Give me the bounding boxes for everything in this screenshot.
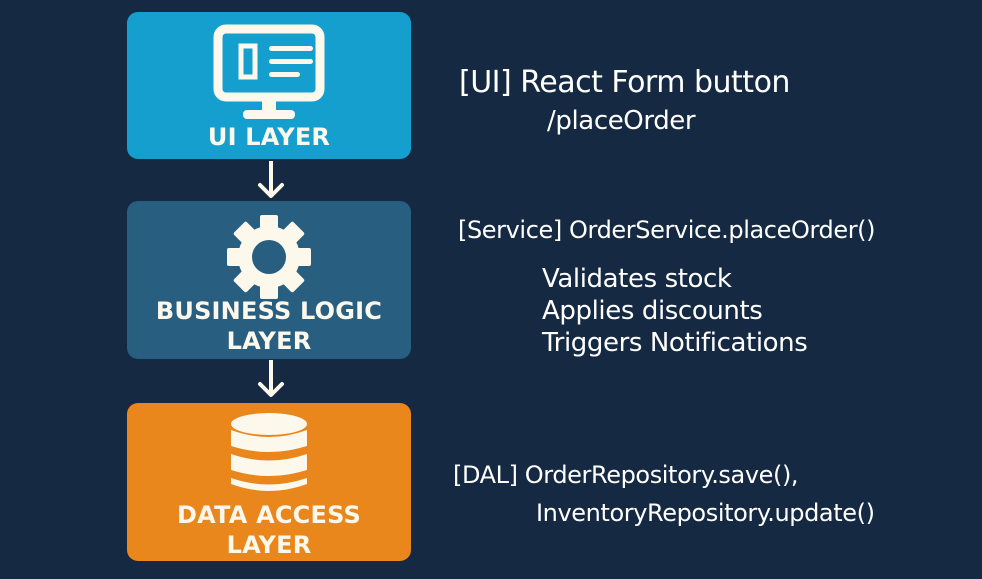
- data-access-layer-label-line: LAYER: [226, 531, 312, 559]
- arrow-down-icon: [258, 161, 284, 198]
- service-step: Applies discounts: [542, 296, 763, 326]
- data-access-layer-label: DATA ACCESS LAYER: [127, 500, 411, 560]
- service-annotation-title: [Service] OrderService.placeOrder(): [458, 216, 876, 244]
- business-logic-layer-label-line: BUSINESS LOGIC: [155, 297, 383, 325]
- data-access-layer-box: DATA ACCESS LAYER: [127, 403, 411, 561]
- business-logic-layer-label-line: LAYER: [226, 327, 312, 355]
- ui-layer-label-line: UI LAYER: [207, 123, 331, 151]
- monitor-icon: [213, 24, 325, 119]
- business-logic-layer-label: BUSINESS LOGIC LAYER: [127, 296, 411, 356]
- dal-annotation-detail: InventoryRepository.update(): [536, 499, 875, 527]
- ui-annotation-title: [UI] React Form button: [459, 65, 790, 100]
- service-step: Triggers Notifications: [542, 328, 808, 358]
- database-icon: [231, 413, 307, 491]
- gear-icon: [227, 215, 311, 299]
- data-access-layer-label-line: DATA ACCESS: [177, 501, 361, 529]
- ui-layer-label: UI LAYER: [127, 122, 411, 152]
- service-step: Validates stock: [542, 264, 732, 294]
- ui-layer-box: UI LAYER: [127, 12, 411, 159]
- arrow-down-icon: [258, 360, 284, 397]
- business-logic-layer-box: BUSINESS LOGIC LAYER: [127, 201, 411, 359]
- ui-annotation-detail: /placeOrder: [547, 106, 696, 136]
- dal-annotation-title: [DAL] OrderRepository.save(),: [453, 461, 799, 489]
